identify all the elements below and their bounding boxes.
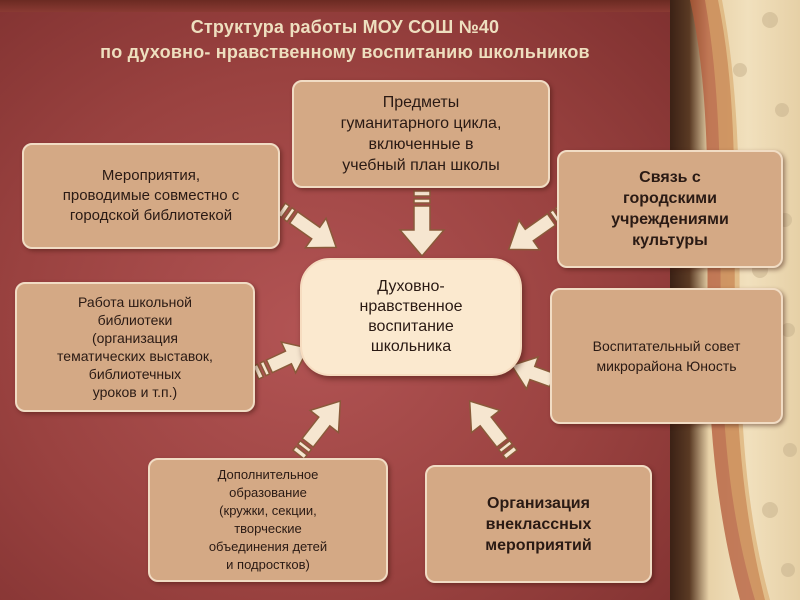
arrow-down-icon xyxy=(398,190,446,258)
slide-title-line-2: по духовно- нравственному воспитанию шко… xyxy=(100,42,590,62)
box-extracurricular-events: Организация внеклассных мероприятий xyxy=(425,465,652,583)
box-humanities-subjects: Предметы гуманитарного цикла, включенные… xyxy=(292,80,550,188)
box-additional-education: Дополнительное образование (кружки, секц… xyxy=(148,458,388,582)
box-educational-council: Воспитательный совет микрорайона Юность xyxy=(550,288,783,424)
top-decor-bar xyxy=(0,0,690,12)
arrow-from-library-events-icon xyxy=(276,202,338,249)
box-school-library: Работа школьной библиотеки (организация … xyxy=(15,282,255,412)
center-node: Духовно- нравственное воспитание школьни… xyxy=(300,258,522,376)
box-library-events: Мероприятия, проводимые совместно с горо… xyxy=(22,143,280,249)
box-culture-institutions: Связь с городскими учреждениями культуры xyxy=(557,150,783,268)
arrow-from-school-library-icon xyxy=(253,340,310,381)
slide-title-line-1: Структура работы МОУ СОШ №40 xyxy=(190,17,500,37)
arrow-from-extracurricular-icon xyxy=(468,399,519,460)
arrow-from-extra-education-icon xyxy=(291,399,342,460)
